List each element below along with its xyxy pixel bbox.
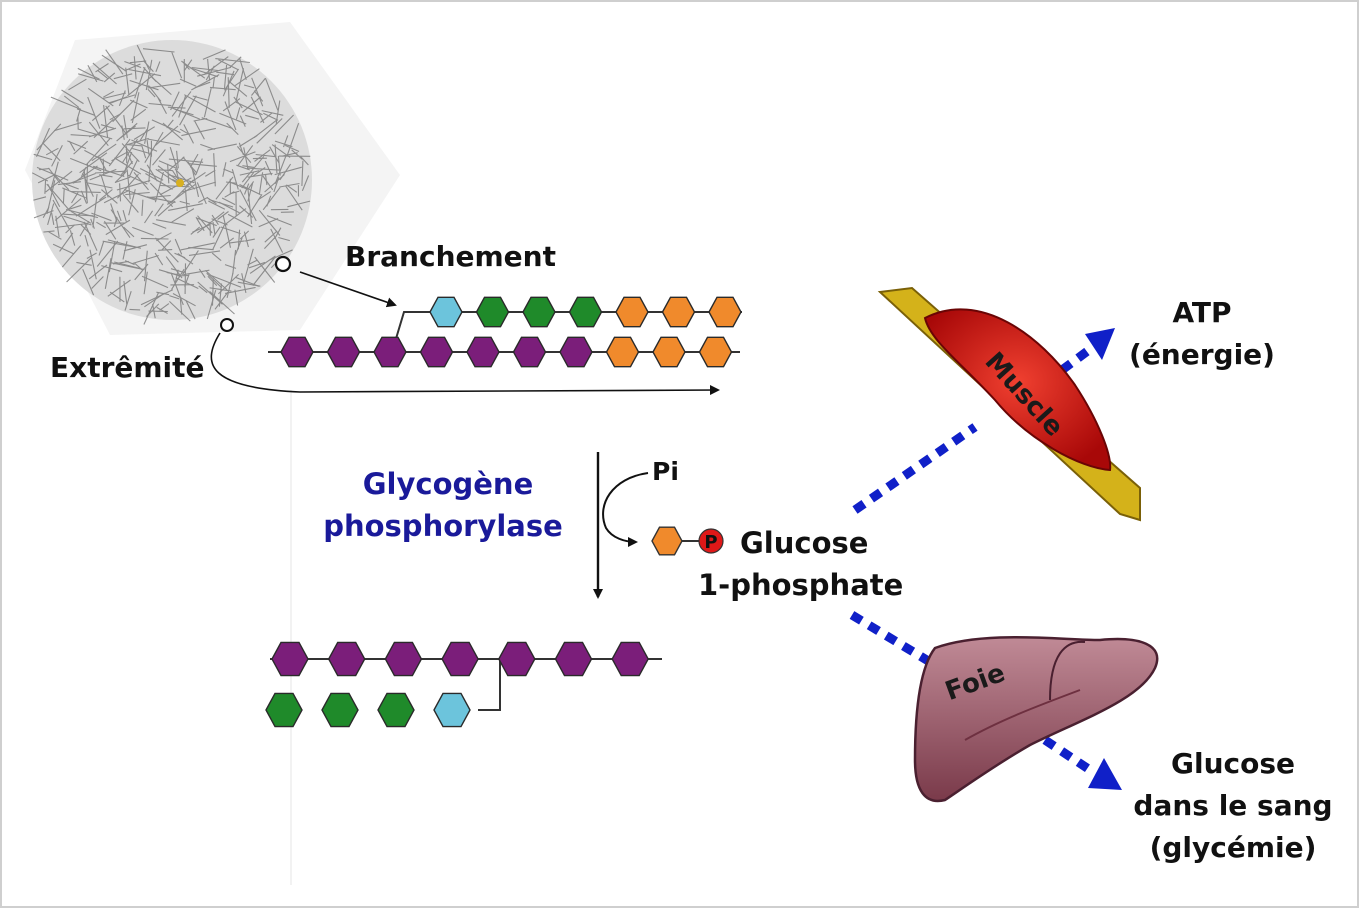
glucose-unit-purple	[467, 337, 499, 366]
glucose-blood-line1: Glucose	[1171, 747, 1295, 780]
glucose-unit-purple	[499, 642, 535, 675]
glucose-unit-orange	[700, 337, 732, 366]
branchement-label: Branchement	[345, 240, 556, 273]
atp-label-line1: ATP	[1172, 296, 1231, 329]
pi-label: Pi	[652, 457, 679, 486]
glucose-unit-orange	[709, 297, 741, 326]
glucose-unit-purple	[421, 337, 453, 366]
glucose-unit-orange	[663, 297, 695, 326]
glycogen-chain-after	[266, 642, 662, 726]
glucose-unit-purple	[329, 642, 365, 675]
glucose-unit-green	[266, 693, 302, 726]
extremite-label: Extrêmité	[50, 351, 205, 384]
glucose-unit-purple	[374, 337, 406, 366]
liver-shape	[915, 637, 1157, 801]
pi-arrow	[603, 473, 648, 542]
glucose-unit-purple	[442, 642, 478, 675]
to-liver-arrow	[852, 615, 930, 662]
phosphate-symbol: P	[704, 532, 717, 553]
glucose-1-phosphate-symbol: P	[652, 527, 723, 555]
glucose-1-phosphate-line1: Glucose	[740, 526, 868, 560]
glucose-unit-green	[523, 297, 555, 326]
glucose-unit-green	[378, 693, 414, 726]
glucose-unit-orange	[607, 337, 639, 366]
glucose-unit-orange	[616, 297, 648, 326]
end-point-circle	[221, 319, 233, 331]
glycogen-chain-before	[268, 297, 742, 366]
glucose-unit-green	[322, 693, 358, 726]
glucose-unit-orange	[653, 337, 685, 366]
glucose-blood-line2: dans le sang	[1133, 789, 1332, 822]
to-blood-arrowhead	[1088, 758, 1122, 790]
glucose-unit-purple	[328, 337, 360, 366]
glucose-unit-purple	[556, 642, 592, 675]
glucose-unit-purple	[560, 337, 592, 366]
glucose-unit-cyan	[434, 693, 470, 726]
liver-illustration: Foie	[915, 637, 1157, 801]
glucose-unit-green	[477, 297, 509, 326]
muscle-illustration: Muscle	[880, 288, 1140, 520]
atp-label-line2: (énergie)	[1129, 338, 1275, 371]
glucose-1-phosphate-line2: 1-phosphate	[698, 568, 903, 602]
glycogen-granule	[25, 22, 400, 335]
glucose-unit-purple	[514, 337, 546, 366]
to-muscle-arrow	[855, 427, 975, 510]
glucose-unit-cyan	[430, 297, 462, 326]
glucose-unit-purple	[612, 642, 648, 675]
branch-point-circle	[276, 257, 290, 271]
glucose-blood-line3: (glycémie)	[1150, 831, 1317, 864]
glucose-unit-purple	[385, 642, 421, 675]
granule-core	[176, 179, 184, 187]
enzyme-name-line1: Glycogène	[363, 467, 534, 501]
enzyme-name-line2: phosphorylase	[323, 509, 563, 543]
glucose-unit-purple	[281, 337, 313, 366]
glucose-unit-purple	[272, 642, 308, 675]
glucose-unit-green	[570, 297, 602, 326]
